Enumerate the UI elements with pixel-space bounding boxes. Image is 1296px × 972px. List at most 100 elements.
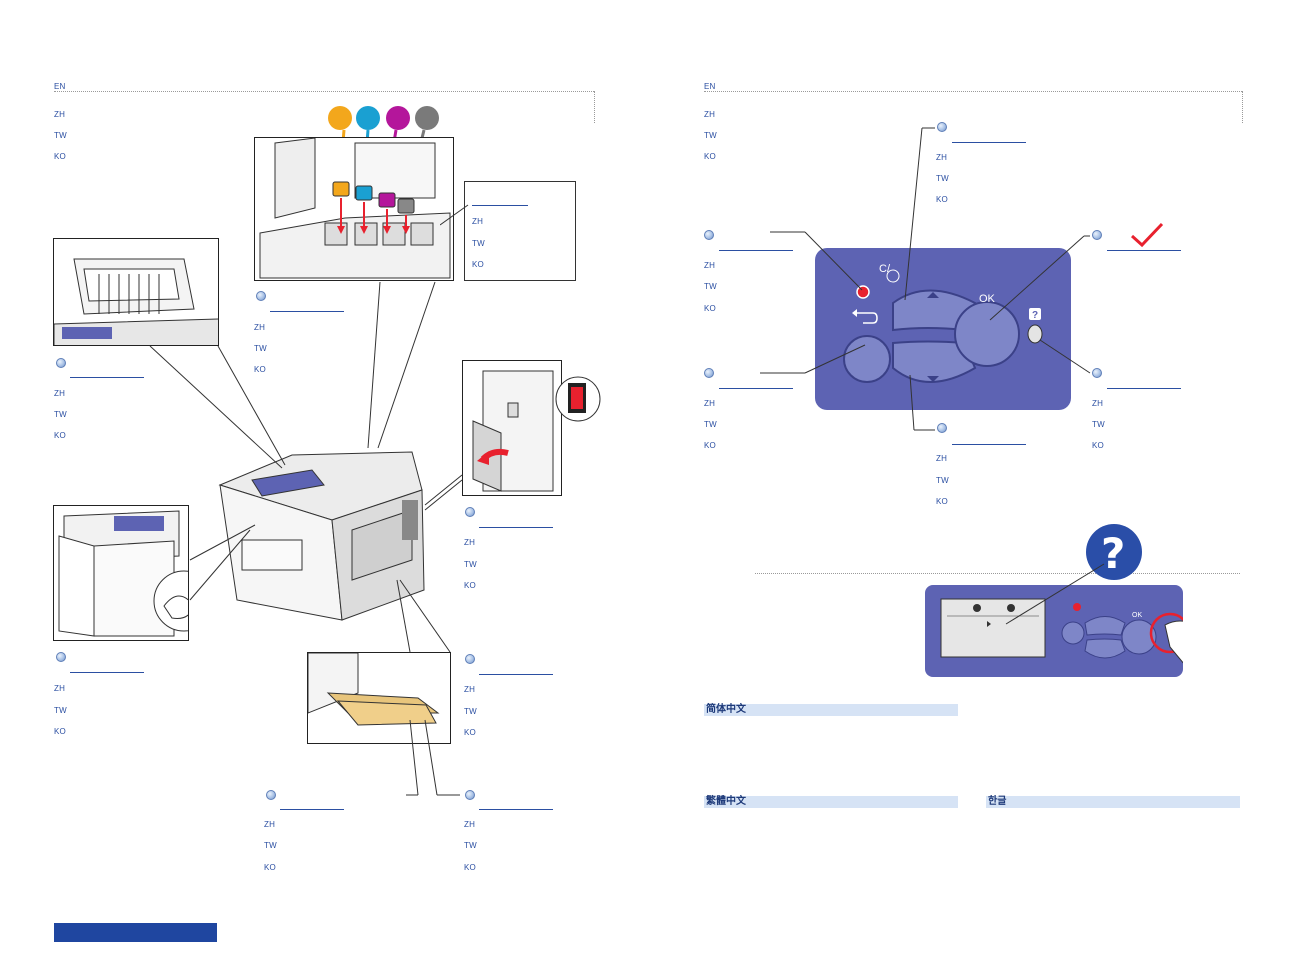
lang-code-zh: ZH	[464, 820, 476, 829]
lang-code-zh: ZH	[464, 685, 476, 694]
section-korean: 한글	[986, 796, 1240, 808]
lang-code-ko: KO	[472, 260, 484, 269]
lang-code-ko: KO	[704, 304, 716, 313]
lang-code-ko: KO	[936, 497, 948, 506]
lang-code-zh: ZH	[264, 820, 276, 829]
lang-code-zh: ZH	[936, 153, 948, 162]
lang-code-ko: KO	[936, 195, 948, 204]
lang-code-tw: TW	[464, 560, 477, 569]
ink-callout-box	[464, 181, 576, 281]
lang-code-ko: KO	[464, 728, 476, 737]
lang-code-tw: TW	[464, 707, 477, 716]
help-button	[1027, 324, 1043, 344]
bullet-icon	[704, 230, 714, 240]
lang-code-ko: KO	[704, 152, 716, 161]
down-button	[892, 340, 977, 383]
lang-code-zh: ZH	[472, 217, 484, 226]
lang-code-ko: KO	[54, 152, 66, 161]
ok-button	[954, 301, 1020, 367]
back-button	[843, 335, 891, 383]
lang-code-ko: KO	[464, 581, 476, 590]
svg-text:?: ?	[1101, 529, 1125, 578]
black-ink-key	[415, 106, 439, 130]
lang-code-ko: KO	[704, 441, 716, 450]
lang-code-tw: TW	[704, 420, 717, 429]
lang-code-ko: KO	[464, 863, 476, 872]
svg-text:OK: OK	[1132, 612, 1142, 619]
lang-code-ko: KO	[54, 431, 66, 440]
ok-label: OK	[979, 293, 996, 305]
lang-code-ko: KO	[54, 727, 66, 736]
lang-code-tw: TW	[936, 174, 949, 183]
lang-code-zh: ZH	[54, 110, 66, 119]
lang-code-ko: KO	[1092, 441, 1104, 450]
lang-code-tw: TW	[704, 131, 717, 140]
down-arrow-icon	[927, 376, 939, 382]
printer-illustration	[218, 451, 425, 621]
ink-loading-illustration	[254, 137, 454, 281]
header-divider	[54, 91, 594, 92]
page-footer-bar	[54, 923, 217, 942]
front-door-illustration	[53, 505, 189, 641]
control-panel: C/ OK ?	[815, 248, 1071, 410]
section-simplified-chinese: 简体中文	[704, 704, 958, 716]
lang-code-zh: ZH	[704, 399, 716, 408]
lang-code-zh: ZH	[704, 110, 716, 119]
lang-code-zh: ZH	[254, 323, 266, 332]
ink-callout-title-line	[472, 205, 528, 206]
exit-cover-illustration	[53, 238, 219, 346]
section-traditional-chinese: 繁體中文	[704, 796, 958, 808]
lang-code-tw: TW	[1092, 420, 1105, 429]
magenta-ink-key	[386, 106, 410, 130]
checkmark-icon	[1130, 222, 1164, 248]
bullet-icon	[56, 652, 66, 662]
lang-code-tw: TW	[472, 239, 485, 248]
bullet-icon	[56, 358, 66, 368]
lang-code-en: EN	[704, 82, 716, 91]
lang-code-zh: ZH	[54, 389, 66, 398]
lang-code-zh: ZH	[704, 261, 716, 270]
power-switch-illustration	[462, 360, 562, 496]
lang-code-tw: TW	[704, 282, 717, 291]
header-divider-edge	[594, 91, 595, 123]
lang-code-tw: TW	[464, 841, 477, 850]
bullet-icon	[704, 368, 714, 378]
cyan-ink-key	[356, 106, 380, 130]
up-arrow-icon	[927, 292, 939, 298]
bullet-icon	[256, 291, 266, 301]
lang-code-zh: ZH	[936, 454, 948, 463]
lang-code-tw: TW	[264, 841, 277, 850]
lang-code-tw: TW	[936, 476, 949, 485]
lang-code-en: EN	[54, 82, 66, 91]
bullet-icon	[937, 122, 947, 132]
back-arrow-icon	[857, 312, 878, 324]
lang-code-ko: KO	[254, 365, 266, 374]
lang-code-tw: TW	[54, 410, 67, 419]
power-switch-icon	[555, 376, 601, 422]
lang-code-ko: KO	[264, 863, 276, 872]
lang-code-tw: TW	[254, 344, 267, 353]
bullet-icon	[465, 790, 475, 800]
lang-code-zh: ZH	[1092, 399, 1104, 408]
clear-label: C/	[879, 263, 891, 275]
help-icon: ?	[1086, 524, 1142, 580]
help-icon: ?	[1032, 310, 1038, 321]
bullet-icon	[1092, 230, 1102, 240]
lang-code-zh: ZH	[54, 684, 66, 693]
bullet-icon	[937, 423, 947, 433]
help-panel-illustration: OK	[925, 585, 1183, 677]
yellow-ink-key	[328, 106, 352, 130]
help-divider	[755, 573, 1240, 574]
lang-code-tw: TW	[54, 706, 67, 715]
bullet-icon	[1092, 368, 1102, 378]
bullet-icon	[266, 790, 276, 800]
bullet-icon	[465, 654, 475, 664]
clear-button	[856, 285, 870, 299]
paper-tray-illustration	[307, 652, 451, 744]
lang-code-tw: TW	[54, 131, 67, 140]
lang-code-zh: ZH	[464, 538, 476, 547]
bullet-icon	[465, 507, 475, 517]
header-divider	[704, 91, 1242, 92]
